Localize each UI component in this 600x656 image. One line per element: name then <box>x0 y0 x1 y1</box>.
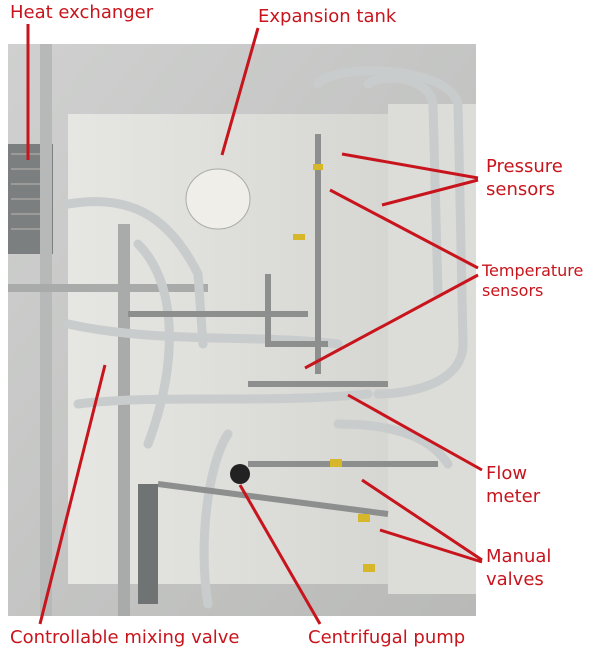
label-temperature-sensors: Temperature sensors <box>482 261 583 301</box>
label-line: meter <box>486 486 541 507</box>
label-line: sensors <box>482 281 544 300</box>
label-flow-meter: Flow meter <box>486 462 540 508</box>
label-line: Flow <box>486 463 528 484</box>
label-line: Pressure <box>486 156 563 177</box>
label-line: valves <box>486 569 544 590</box>
expansion-tank <box>185 168 251 230</box>
test-rig-photo <box>8 44 476 616</box>
label-heat-exchanger: Heat exchanger <box>10 2 154 23</box>
pump-body <box>230 464 250 484</box>
label-line: Manual <box>486 546 552 567</box>
label-manual-valves: Manual valves <box>486 545 551 591</box>
label-centrifugal-pump: Centrifugal pump <box>308 627 466 648</box>
label-line: sensors <box>486 179 556 200</box>
label-line: Temperature <box>482 261 584 280</box>
label-pressure-sensors: Pressure sensors <box>486 155 563 201</box>
label-expansion-tank: Expansion tank <box>258 6 397 27</box>
label-mixing-valve: Controllable mixing valve <box>10 627 240 648</box>
